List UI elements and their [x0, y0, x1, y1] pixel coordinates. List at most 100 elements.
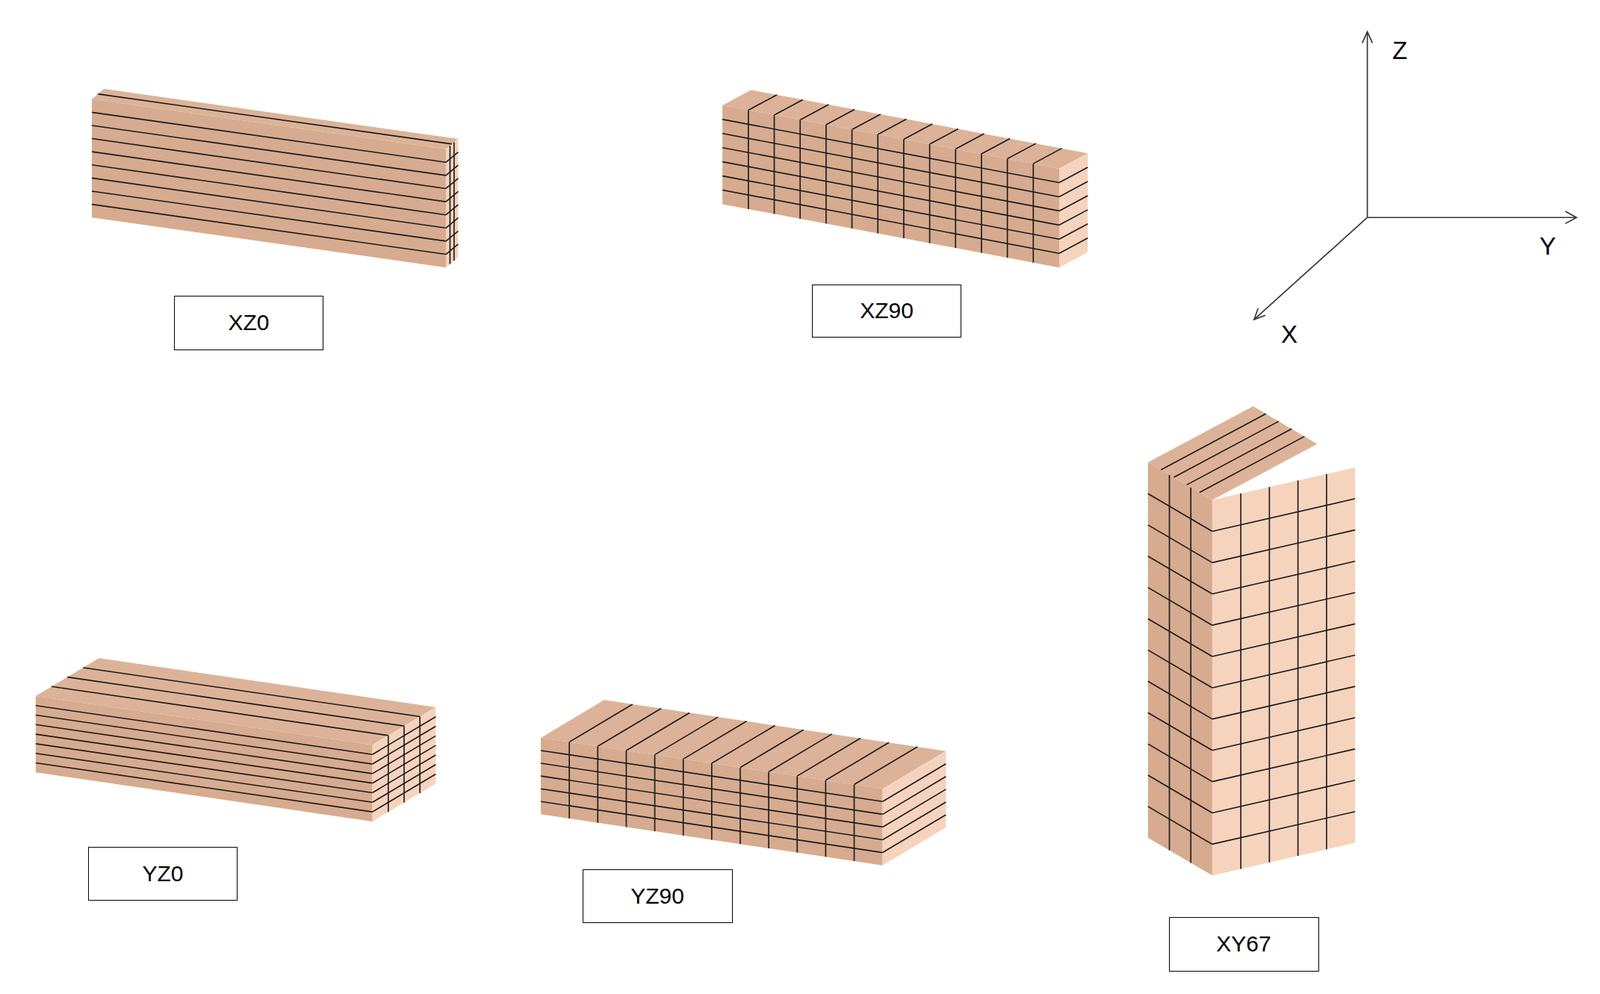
layer-line	[1212, 811, 1355, 845]
block-face	[1059, 153, 1088, 268]
z-axis	[1366, 32, 1369, 218]
layer-line	[1212, 655, 1355, 688]
layer-line	[981, 138, 1010, 154]
layer-line	[1148, 493, 1213, 532]
layer-line	[903, 123, 933, 139]
x-axis	[1254, 217, 1368, 320]
layer-line	[1032, 163, 1034, 263]
layer-line	[540, 763, 883, 815]
block-face	[540, 738, 883, 866]
orientation-label: XZ0	[227, 309, 269, 336]
label-box: XZ0	[174, 295, 324, 351]
layer-line	[722, 133, 1060, 198]
layer-line	[1186, 428, 1292, 485]
axis-label: Z	[1392, 36, 1408, 65]
layer-line	[91, 112, 446, 163]
label-box: XY67	[1169, 917, 1320, 972]
y-axis	[1367, 216, 1577, 219]
layer-line	[1148, 525, 1213, 564]
layer-line	[929, 144, 931, 244]
layer-line	[91, 177, 446, 228]
layer-line	[768, 734, 833, 773]
layer-line	[655, 717, 719, 756]
layer-line	[1007, 143, 1037, 159]
layer-line	[1059, 195, 1088, 211]
layer-line	[799, 119, 801, 219]
layer-line	[372, 774, 437, 813]
layer-line	[82, 667, 420, 718]
layer-line	[91, 138, 446, 189]
layer-line	[1212, 530, 1355, 564]
layer-line	[774, 99, 803, 115]
layer-line	[876, 134, 879, 234]
layer-line	[1148, 619, 1213, 658]
layer-line	[1212, 749, 1355, 783]
layer-line	[929, 129, 959, 145]
layer-line	[1212, 592, 1355, 626]
layer-line	[1148, 712, 1213, 751]
layer-line	[1059, 167, 1088, 183]
layer-line	[445, 191, 458, 202]
layer-line	[882, 764, 947, 803]
layer-line	[91, 151, 446, 202]
layer-line	[91, 204, 446, 255]
block-face	[1212, 467, 1355, 876]
layer-line	[1059, 181, 1088, 197]
label-box: YZ90	[582, 869, 733, 924]
layer-line	[445, 165, 458, 176]
layer-line	[1059, 209, 1088, 225]
layer-line	[1148, 743, 1213, 783]
layer-line	[625, 712, 690, 751]
layer-line	[540, 801, 883, 853]
layer-line	[797, 738, 861, 777]
layer-line	[372, 735, 437, 774]
label-box: XZ90	[811, 284, 962, 338]
axis-arrowhead	[1565, 211, 1577, 224]
layer-line	[91, 125, 446, 176]
layer-line	[35, 714, 373, 765]
orientation-label: XY67	[1216, 931, 1271, 957]
layer-line	[722, 147, 1060, 212]
layer-line	[1212, 686, 1355, 720]
layer-line	[683, 721, 747, 760]
layer-line	[826, 109, 855, 124]
layer-line	[1148, 681, 1213, 720]
layer-line	[722, 119, 1060, 184]
layer-line	[800, 104, 829, 120]
layer-line	[1059, 238, 1088, 254]
layer-line	[1212, 623, 1355, 657]
layer-line	[445, 204, 458, 216]
layer-line	[540, 788, 883, 840]
block-face	[35, 696, 373, 822]
layer-line	[372, 717, 437, 756]
orientation-label: YZ0	[141, 861, 184, 887]
layer-line	[773, 115, 776, 215]
layer-line	[1212, 561, 1355, 595]
layer-line	[1212, 780, 1355, 814]
layer-line	[35, 734, 373, 784]
layer-line	[91, 165, 446, 216]
coordinate-axes	[1254, 32, 1577, 320]
layer-line	[852, 114, 881, 130]
layer-line	[597, 708, 662, 747]
block-face	[372, 707, 437, 822]
layer-line	[449, 145, 452, 264]
layer-line	[35, 763, 373, 813]
label-box: YZ0	[88, 847, 238, 901]
layer-line	[1173, 421, 1279, 478]
layer-line	[372, 745, 437, 784]
layer-line	[1148, 775, 1213, 814]
layer-line	[1148, 806, 1213, 845]
layer-line	[445, 178, 458, 189]
layer-line	[372, 755, 437, 794]
layer-line	[35, 705, 373, 756]
axis-label: Y	[1539, 232, 1556, 261]
layer-line	[877, 119, 907, 135]
axis-arrowhead	[1362, 32, 1373, 44]
orientation-label: XZ90	[859, 298, 914, 324]
layer-line	[825, 124, 827, 225]
layer-line	[722, 176, 1060, 240]
layer-line	[1148, 649, 1213, 688]
